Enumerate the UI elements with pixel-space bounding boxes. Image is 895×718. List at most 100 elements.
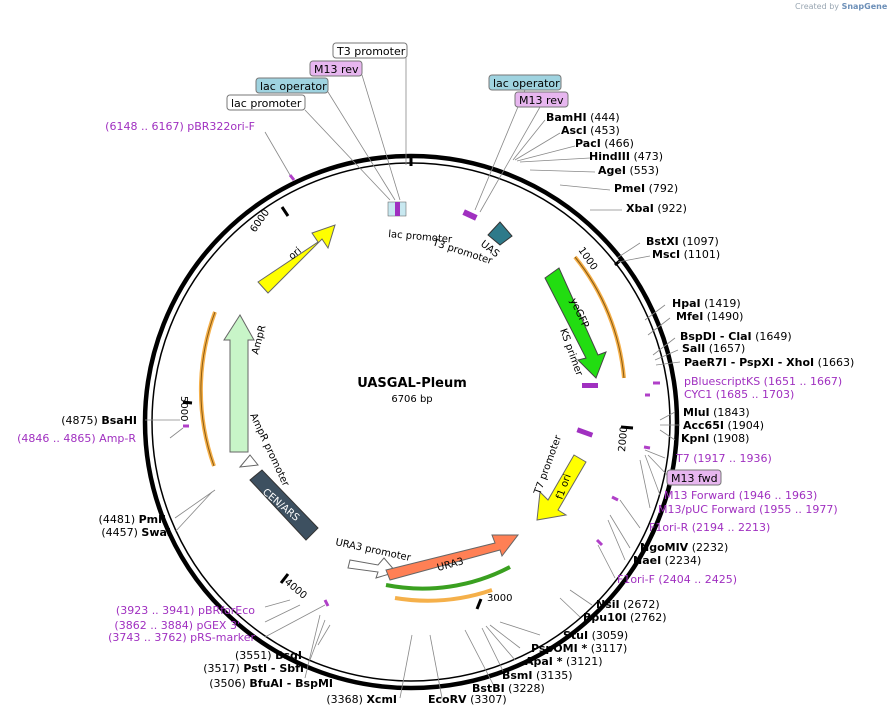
primer-label-f1orif: F1ori-F (2404 .. 2425): [617, 573, 737, 586]
box-m13-rev-right: M13 rev: [514, 91, 569, 108]
svg-text:URA3 promoter: URA3 promoter: [334, 537, 412, 564]
svg-text:BspDI - ClaI (1649): BspDI - ClaI (1649): [680, 330, 792, 343]
primer-markers: [183, 174, 660, 607]
enzyme-label-psti: (3517) PstI - SbfI: [203, 662, 304, 675]
enzyme-label-stui: StuI (3059): [563, 629, 628, 642]
enzyme-label-pmli: (4481) PmlI: [99, 513, 166, 526]
enzyme-label-swai: (4457) SwaI: [101, 526, 171, 539]
feature-ura3: URA3: [385, 534, 520, 581]
primer-labels: pBluescriptKS (1651 .. 1667)CYC1 (1685 .…: [17, 120, 842, 644]
enzyme-label-ecorv: EcoRV (3307): [428, 693, 507, 706]
enzyme-label-pmei: PmeI (792): [614, 182, 678, 195]
box-m13-rev-left: M13 rev: [309, 60, 363, 77]
svg-text:(6148 .. 6167) pBR322ori-F: (6148 .. 6167) pBR322ori-F: [105, 120, 255, 133]
svg-text:PacI (466): PacI (466): [575, 137, 634, 150]
enzyme-label-bsahi: (4875) BsaHI: [61, 414, 137, 427]
orf-arcs: [198, 255, 626, 603]
svg-text:(3368) XcmI: (3368) XcmI: [326, 693, 397, 706]
enzyme-label-hpai: HpaI (1419): [672, 297, 741, 310]
enzyme-label-mfei: MfeI (1490): [676, 310, 743, 323]
svg-text:ApaI * (3121): ApaI * (3121): [525, 655, 603, 668]
svg-text:M13 fwd: M13 fwd: [671, 472, 718, 485]
enzyme-label-paer7i: PaeR7I - PspXI - XhoI (1663): [684, 356, 854, 369]
svg-text:AscI (453): AscI (453): [561, 124, 620, 137]
svg-text:M13/pUC Forward (1955 .. 197: M13/pUC Forward (1955 .. 1977): [658, 503, 838, 516]
plasmid-length: 6706 bp: [391, 394, 432, 405]
enzyme-label-msci: MscI (1101): [652, 248, 720, 261]
leader-lines: [145, 58, 681, 699]
svg-text:NgoMIV (2232): NgoMIV (2232): [640, 541, 728, 554]
primer-label-pgex3: (3862 .. 3884) pGEX 3': [114, 619, 240, 632]
enzyme-label-ngomiv: NgoMIV (2232): [640, 541, 728, 554]
svg-text:lac promoter: lac promoter: [388, 229, 454, 246]
enzyme-label-nsii: NsiI (2672): [596, 598, 660, 611]
svg-text:CYC1 (1685 .. 1703): CYC1 (1685 .. 1703): [684, 388, 794, 401]
svg-text:M13 rev: M13 rev: [519, 94, 564, 107]
snapgene-credit: Created by SnapGene: [795, 2, 887, 11]
enzyme-label-agei: AgeI (553): [598, 164, 659, 177]
tick-5000: 5000: [178, 396, 189, 421]
svg-text:BamHI (444): BamHI (444): [546, 111, 620, 124]
enzyme-label-hindiii: HindIII (473): [589, 150, 663, 163]
svg-text:PmeI (792): PmeI (792): [614, 182, 678, 195]
svg-text:lac operator: lac operator: [260, 80, 327, 93]
svg-text:BstXI (1097): BstXI (1097): [646, 235, 719, 248]
svg-text:KpnI (1908): KpnI (1908): [681, 432, 749, 445]
tick-6000: 6000: [248, 208, 272, 235]
enzymes-bottom: EcoRV (3307) (3368) XcmI: [326, 693, 506, 706]
primer-label-ampr: (4846 .. 4865) Amp-R: [17, 432, 136, 445]
primer-label-cyc1: CYC1 (1685 .. 1703): [684, 388, 794, 401]
enzyme-label-bstbi: BstBI (3228): [472, 682, 545, 695]
svg-text:lac promoter: lac promoter: [231, 97, 302, 110]
enzyme-label-paci: PacI (466): [575, 137, 634, 150]
svg-text:HindIII (473): HindIII (473): [589, 150, 663, 163]
enzymes-right: BamHI (444)AscI (453)PacI (466)HindIII (…: [472, 111, 854, 695]
svg-text:pBluescriptKS (1651 .. 1667): pBluescriptKS (1651 .. 1667): [684, 375, 842, 388]
svg-text:Acc65I (1904): Acc65I (1904): [683, 419, 764, 432]
box-m13-fwd: M13 fwd: [666, 469, 722, 486]
svg-text:(3862 .. 3884) pGEX 3': (3862 .. 3884) pGEX 3': [114, 619, 240, 632]
feature-ampr: AmpR: [223, 314, 269, 453]
svg-text:(4875) BsaHI: (4875) BsaHI: [61, 414, 137, 427]
primer-label-pbrforeco: (3923 .. 3941) pBRforEco: [116, 604, 255, 617]
feature-ori: ori: [257, 224, 336, 294]
svg-text:T7 (1917 .. 1936): T7 (1917 .. 1936): [675, 452, 772, 465]
enzyme-label-acc65i: Acc65I (1904): [683, 419, 764, 432]
svg-text:MfeI (1490): MfeI (1490): [676, 310, 743, 323]
svg-text:F1ori-R (2194 .. 2213): F1ori-R (2194 .. 2213): [649, 521, 770, 534]
svg-text:(4846 .. 4865) Amp-R: (4846 .. 4865) Amp-R: [17, 432, 136, 445]
svg-text:BstBI (3228): BstBI (3228): [472, 682, 545, 695]
box-lac-promoter-top: lac promoter: [226, 94, 306, 111]
svg-text:PaeR7I - PspXI - XhoI (1: PaeR7I - PspXI - XhoI (1663): [684, 356, 854, 369]
svg-text:M13 rev: M13 rev: [314, 63, 359, 76]
enzyme-label-bamhi: BamHI (444): [546, 111, 620, 124]
svg-text:(3743 .. 3762) pRS-marker: (3743 .. 3762) pRS-marker: [108, 631, 255, 644]
svg-text:NsiI (2672): NsiI (2672): [596, 598, 660, 611]
svg-text:AmpR: AmpR: [250, 324, 268, 356]
svg-text:NaeI (2234): NaeI (2234): [633, 554, 701, 567]
svg-text:F1ori-F (2404 .. 2425): F1ori-F (2404 .. 2425): [617, 573, 737, 586]
enzyme-label-bsmi: BsmI (3135): [502, 669, 573, 682]
enzyme-label-naei: NaeI (2234): [633, 554, 701, 567]
svg-text:(3923 .. 3941) pBRforEco: (3923 .. 3941) pBRforEco: [116, 604, 255, 617]
svg-text:lac operator: lac operator: [493, 77, 560, 90]
svg-text:(3517) PstI - SbfI: (3517) PstI - SbfI: [203, 662, 304, 675]
svg-text:EcoRV (3307): EcoRV (3307): [428, 693, 507, 706]
primer-label-f1orir: F1ori-R (2194 .. 2213): [649, 521, 770, 534]
svg-text:AgeI (553): AgeI (553): [598, 164, 659, 177]
enzyme-label-apai: ApaI * (3121): [525, 655, 603, 668]
svg-text:Bpu10I (2762): Bpu10I (2762): [583, 611, 667, 624]
enzyme-label-bpu10i: Bpu10I (2762): [583, 611, 667, 624]
boxed-labels: T3 promoter M13 rev lac operator lac pro…: [226, 42, 722, 486]
plasmid-name: UASGAL-Pleum: [357, 376, 467, 391]
svg-text:MscI (1101): MscI (1101): [652, 248, 720, 261]
tick-3000: 3000: [487, 593, 512, 604]
svg-text:HpaI (1419): HpaI (1419): [672, 297, 741, 310]
svg-text:(3506) BfuAI - BspMI: (3506) BfuAI - BspMI: [209, 677, 333, 690]
svg-text:MluI (1843): MluI (1843): [683, 406, 750, 419]
enzymes-left: (3551) BsgI(3517) PstI - SbfI(3506) BfuA…: [61, 414, 333, 690]
enzyme-label-kpni: KpnI (1908): [681, 432, 749, 445]
primer-label-pbluescriptks: pBluescriptKS (1651 .. 1667): [684, 375, 842, 388]
enzyme-label-mlui: MluI (1843): [683, 406, 750, 419]
